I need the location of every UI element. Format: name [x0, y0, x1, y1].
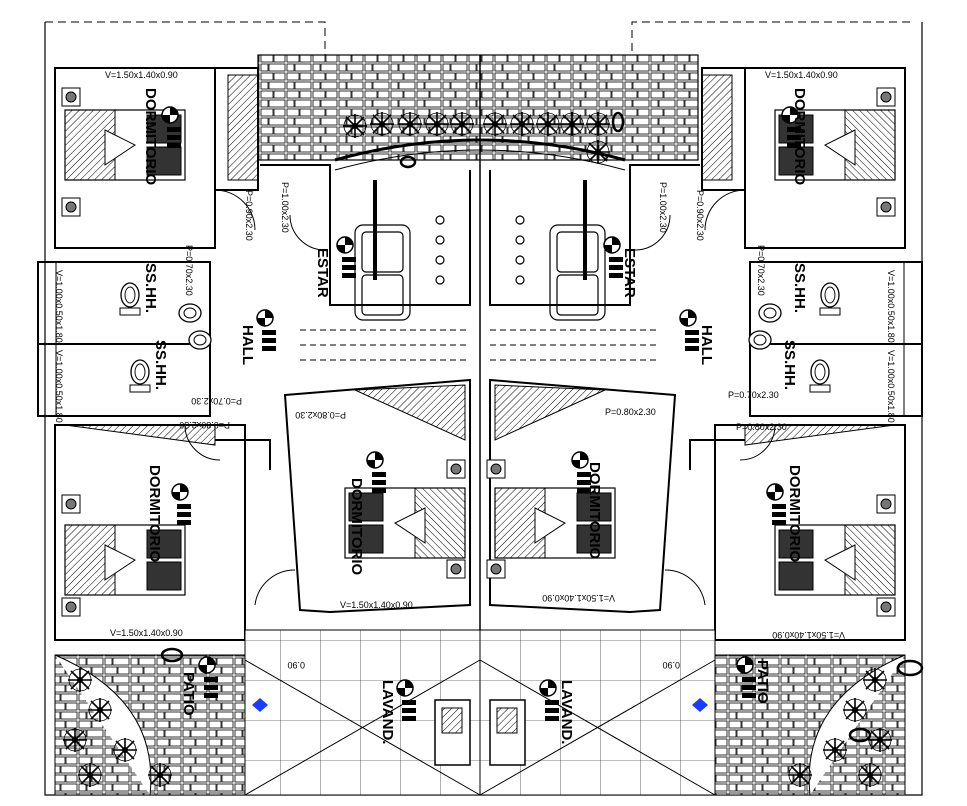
door-dimension: P=0.70x2.30: [756, 245, 766, 296]
room-label-dormitorio: DORMITORIO: [142, 88, 159, 186]
living-furniture: [354, 180, 606, 321]
window-dimension: V=1.50x1.40x0.90: [765, 70, 838, 80]
room-label-dormitorio: DORMITORIO: [791, 88, 808, 186]
room-label-dormitorio: DORMITORIO: [786, 465, 803, 563]
furniture-beds: [61, 87, 896, 617]
room-label-hall: HALL: [698, 325, 715, 365]
door-dimension: P=0.90x2.30: [695, 190, 705, 241]
room-label-patio: PATIO: [754, 660, 771, 704]
closets: [64, 74, 896, 446]
bathroom-fixtures: [37, 261, 923, 417]
room-label-patio: PATIO: [180, 672, 197, 716]
door-dimension: P=1.00x2.30: [658, 182, 668, 233]
window-dimension: V=1.50x1.40x0.90: [105, 70, 178, 80]
room-labels: DORMITORIO DORMITORIO DORMITORIO DORMITO…: [142, 88, 808, 744]
room-label-dormitorio: DORMITORIO: [348, 478, 365, 576]
window-dimension: V=1.50x1.40x0.90: [110, 628, 183, 638]
door-dimension: P=1.00x2.30: [280, 182, 290, 233]
room-label-sshh: SS.HH.: [781, 340, 798, 390]
door-dimension: P=0.80x2.30: [605, 407, 656, 417]
door-dimension: P=0.90x2.30: [244, 190, 254, 241]
window-dimension: V=1.50x1.40x0.90: [542, 593, 615, 603]
door-dimension: P=0.70x2.30: [184, 245, 194, 296]
room-label-estar: ESTAR: [314, 248, 331, 298]
room-label-hall: HALL: [239, 325, 256, 365]
window-dimension: V=1.00x0.50x1.80: [54, 270, 64, 343]
room-label-sshh: SS.HH.: [791, 263, 808, 313]
length-dimension: 0.90: [662, 660, 680, 670]
door-dimension: P=0.80x2.30: [295, 410, 346, 420]
room-label-sshh: SS.HH.: [142, 263, 159, 313]
window-dimension: V=1.50x1.40x0.90: [340, 600, 413, 610]
room-label-dormitorio: DORMITORIO: [586, 462, 603, 560]
window-dimension: V=1.50x1.40x0.90: [772, 630, 845, 640]
room-label-sshh: SS.HH.: [152, 340, 169, 390]
window-dimension: V=1.00x0.50x1.80: [886, 270, 896, 343]
door-dimension: P=0.80x2.30: [736, 422, 787, 432]
door-dimension: P=0.70x2.30: [191, 396, 242, 406]
door-dimension: P=0.70x2.30: [728, 390, 779, 400]
length-dimension: 0.90: [287, 660, 305, 670]
stairs: [300, 329, 660, 361]
room-label-estar: ESTAR: [621, 248, 638, 298]
dimension-annotations: V=1.50x1.40x0.90 V=1.50x1.40x0.90 V=1.50…: [54, 70, 896, 670]
room-label-lavanderia: LAVAND.: [558, 680, 575, 744]
door-swings: [184, 189, 776, 606]
room-label-lavanderia: LAVAND.: [379, 680, 396, 744]
window-dimension: V=1.00x0.50x1.80: [886, 350, 896, 423]
door-dimension: P=0.80x2.30: [179, 420, 230, 430]
window-dimension: V=1.00x0.50x1.80: [54, 350, 64, 423]
room-label-dormitorio: DORMITORIO: [146, 465, 163, 563]
